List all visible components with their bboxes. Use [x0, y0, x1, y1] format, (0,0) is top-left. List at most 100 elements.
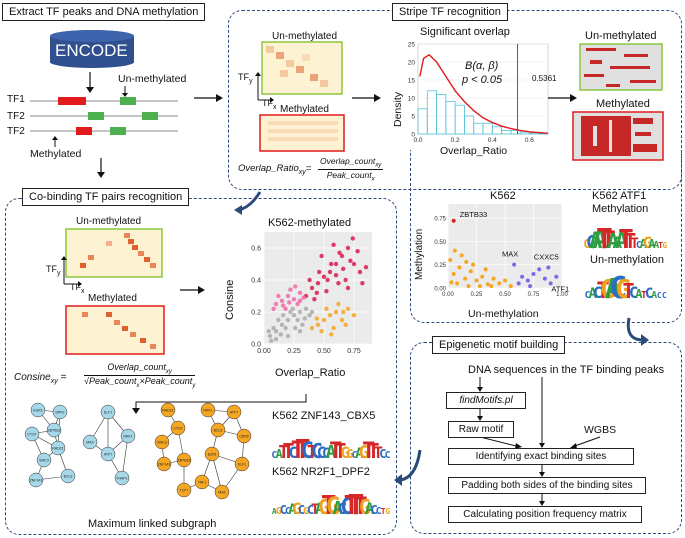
logo-letter: C — [662, 291, 667, 300]
k562meth-x-tick: 0.00 — [257, 348, 271, 355]
logo-letter: C — [657, 291, 662, 300]
logo-letter: C — [586, 232, 597, 253]
network-node-label: CTCF — [173, 427, 182, 431]
logo-letter: A — [648, 237, 656, 251]
logo-letter: C — [298, 503, 305, 517]
k562meth-point — [321, 317, 327, 323]
k562-meth-ylabel: Consine — [224, 279, 236, 320]
k562meth-point — [288, 287, 293, 292]
network-node — [226, 404, 242, 420]
k562-point — [480, 274, 485, 279]
k562meth-point — [357, 269, 363, 275]
atf1-subtitle: Methylation — [592, 203, 649, 215]
extract-to-stripe-arrow — [194, 94, 223, 102]
k562meth-point — [281, 313, 286, 318]
k562meth-point — [325, 277, 330, 283]
k562-point — [537, 267, 542, 272]
network-node — [100, 446, 116, 462]
sig-overlap-title: Significant overlap — [420, 26, 510, 38]
stripe-panel-title: Stripe TF recognition — [392, 3, 508, 21]
logo-letter: C — [285, 506, 291, 517]
logo-letter: A — [613, 233, 623, 252]
logo-letter: A — [589, 229, 602, 254]
right-unmeth-label: Un-methylated — [585, 30, 657, 42]
k562meth-point — [295, 317, 300, 323]
k562meth-point — [278, 332, 283, 337]
k562meth-point — [348, 258, 353, 263]
network-node — [120, 428, 136, 444]
network-node — [100, 404, 116, 420]
k562-point — [455, 281, 460, 286]
logo-letter: T — [295, 435, 311, 465]
stripe-meth-label: Methylated — [280, 104, 329, 115]
k562-point — [516, 281, 521, 286]
network-node-label: MAZ — [218, 491, 226, 495]
k562meth-point — [327, 269, 333, 275]
extract-down-arrow — [97, 158, 105, 178]
k562meth-point — [341, 266, 346, 271]
k562meth-plot-area — [264, 232, 372, 344]
k562meth-point — [295, 301, 300, 307]
k562meth-point — [337, 250, 342, 255]
k562-y-tick: 0.50 — [434, 240, 446, 246]
encode-arrow — [86, 72, 94, 93]
logo-letter: T — [311, 502, 319, 518]
logo-letter: G — [616, 275, 632, 305]
network-node-label: CBX5 — [239, 435, 248, 439]
k562meth-point — [271, 325, 276, 331]
k562meth-point — [351, 313, 357, 318]
logo-letter: C — [340, 495, 353, 520]
network-node-label: ELF1 — [238, 463, 246, 467]
cob-unmeth-heatmap — [65, 228, 163, 278]
k562meth-point — [333, 273, 339, 278]
k562meth-point — [283, 325, 288, 331]
k562meth-point — [273, 301, 279, 307]
k562-point — [451, 218, 456, 223]
logo-letter: C — [288, 443, 298, 462]
k562-x-tick: 0.00 — [442, 292, 454, 298]
k562-y-tick: 0.75 — [434, 217, 446, 223]
cobinding-panel-title: Co-binding TF pairs recognition — [22, 188, 190, 206]
unmethylated-arrow — [122, 86, 128, 97]
network-node — [114, 470, 130, 486]
logo-letter: G — [346, 447, 353, 461]
logo-letter: A — [605, 272, 622, 305]
network-node-label: SMC3 — [39, 459, 49, 463]
network-node — [28, 472, 44, 488]
k562meth-point — [331, 242, 336, 247]
logo-letter: G — [359, 442, 370, 463]
k562-point — [449, 280, 454, 285]
network-node-label: THAP1 — [116, 477, 127, 481]
k562meth-point — [273, 337, 279, 342]
logo-letter: C — [376, 506, 382, 517]
k562meth-point — [351, 261, 357, 267]
network-node-label: ATF7 — [104, 453, 112, 457]
network-node-label: RAD21 — [162, 409, 173, 413]
logo-letter: C — [379, 447, 386, 461]
k562meth-point — [297, 298, 303, 303]
track-label-tf2: TF2 — [7, 111, 25, 122]
logo-letter: C — [338, 499, 348, 518]
k562meth-point — [283, 306, 288, 311]
logo-letter: C — [593, 283, 603, 302]
epi-flow-arrows — [477, 377, 601, 506]
network-node — [24, 426, 40, 442]
k562meth-point — [293, 325, 298, 331]
k562meth-point — [301, 295, 306, 300]
logo-letter: G — [292, 499, 302, 518]
network-node — [176, 452, 192, 468]
cob-unmeth-label: Un-methylated — [76, 216, 142, 227]
k562meth-point — [279, 298, 285, 303]
methylated-label: Methylated — [30, 148, 82, 160]
hist-y-tick: 5 — [411, 114, 415, 121]
k562-annotation: ATF1 — [551, 284, 569, 293]
logo-letter: T — [334, 439, 346, 463]
logo-letter: T — [624, 229, 636, 253]
k562meth-point — [291, 297, 297, 302]
network-node-label: BCL3 — [214, 429, 223, 433]
hist-plot-area — [417, 43, 549, 135]
logo-letter: G — [318, 495, 330, 519]
